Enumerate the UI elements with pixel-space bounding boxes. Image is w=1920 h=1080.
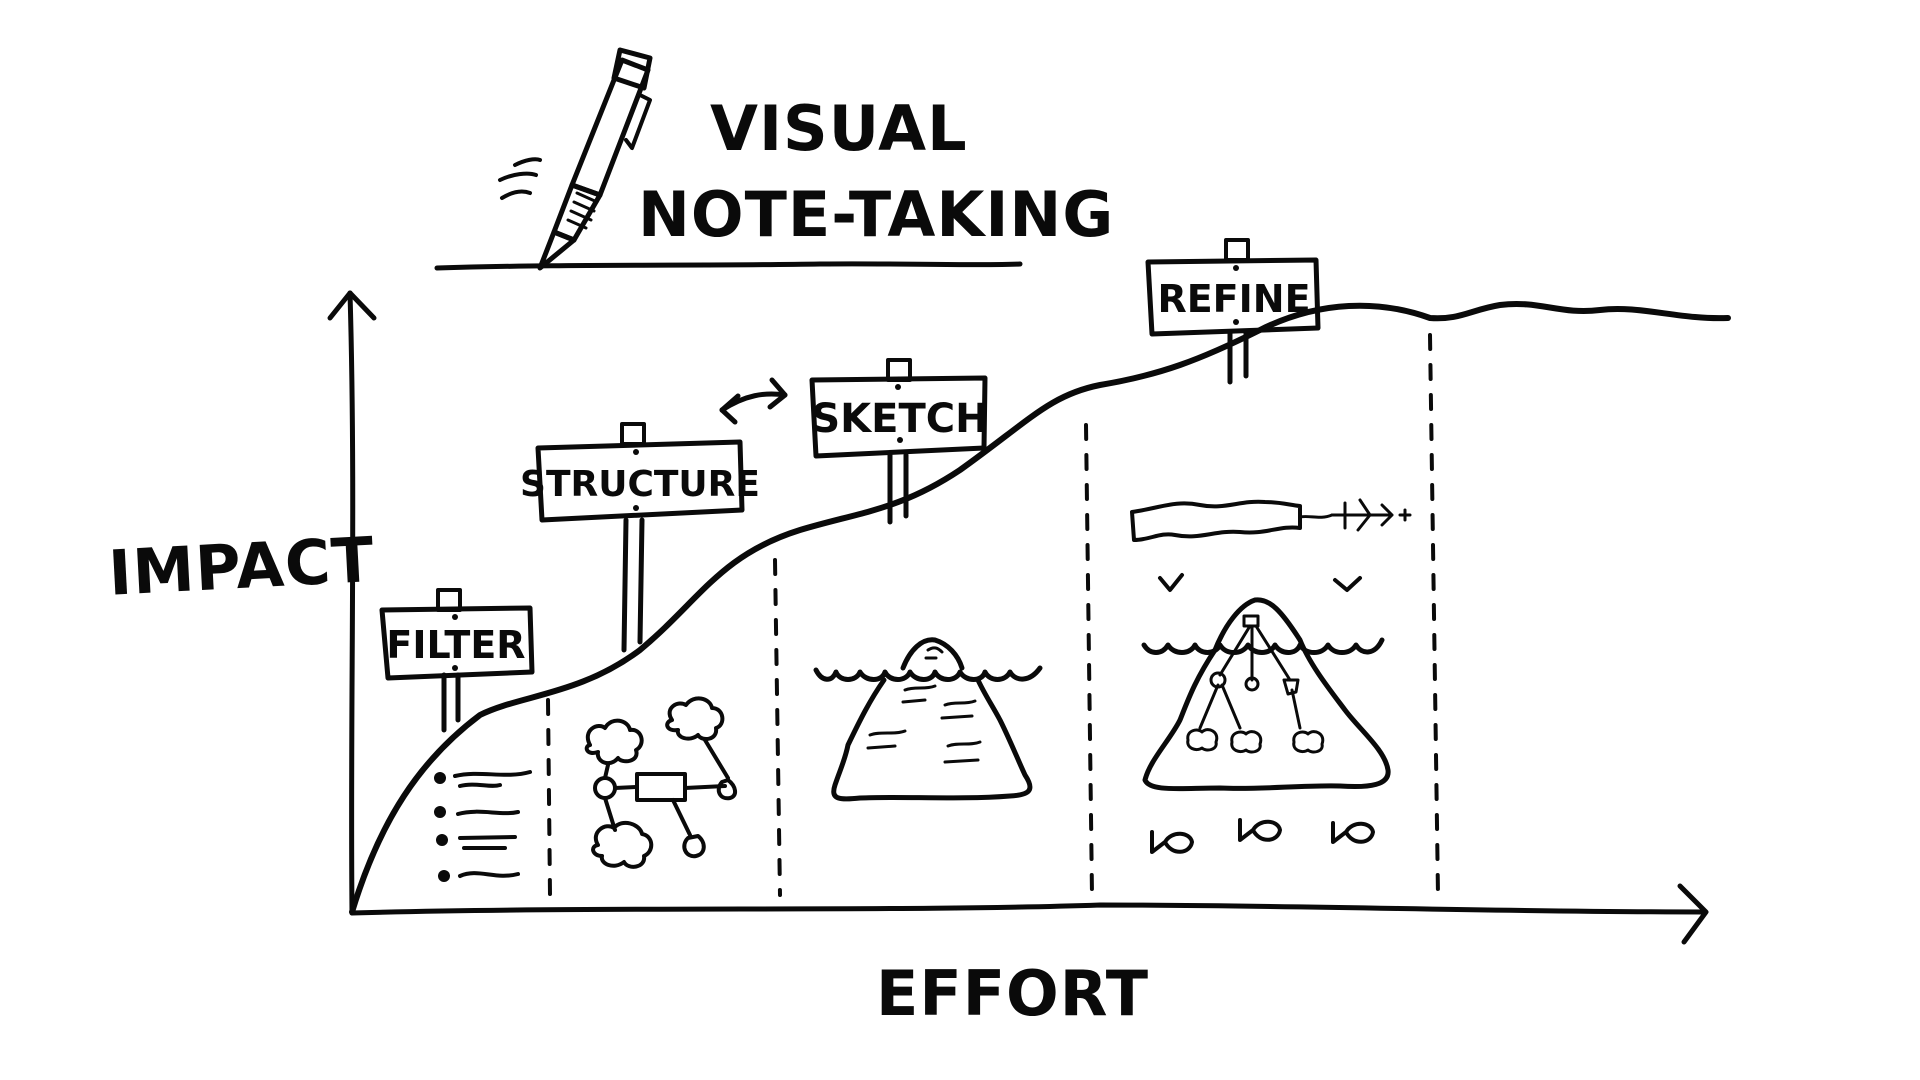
x-axis-arrowhead	[1677, 883, 1709, 945]
sign-label: FILTER	[386, 623, 525, 667]
fish-icon	[1238, 818, 1282, 842]
iceberg-icon	[813, 637, 1043, 802]
sign-label: STRUCTURE	[520, 464, 760, 505]
divider-3	[1084, 423, 1094, 897]
sign-sketch: SKETCH	[809, 358, 989, 525]
divider-4	[1428, 333, 1440, 897]
impact-effort-curve	[349, 301, 1731, 915]
bullet-list-icon	[434, 770, 532, 882]
divider-1	[546, 698, 552, 897]
sign-label: SKETCH	[811, 396, 988, 442]
sign-filter: FILTER	[379, 588, 535, 733]
pen-icon	[498, 47, 653, 271]
x-axis-label: EFFORT	[876, 957, 1149, 1030]
sign-structure: STRUCTURE	[520, 422, 760, 653]
title-line2: NOTE-TAKING	[638, 178, 1114, 251]
double-arrow-icon	[719, 377, 788, 425]
sign-label: REFINE	[1157, 277, 1310, 321]
axes	[327, 290, 1709, 945]
mind-map-icon	[584, 696, 737, 869]
title-line1: VISUAL	[710, 92, 968, 165]
title: VISUAL NOTE-TAKING	[434, 92, 1114, 271]
y-axis	[347, 290, 356, 916]
sign-refine: REFINE	[1145, 238, 1321, 385]
stage-dividers	[546, 333, 1440, 897]
fish-icon	[1150, 830, 1194, 854]
y-axis-arrowhead	[327, 290, 377, 321]
bird-icon	[1333, 576, 1362, 592]
fish-icon	[1331, 821, 1375, 844]
refine-illustration	[1130, 498, 1412, 854]
x-axis	[349, 902, 1708, 916]
y-axis-label: IMPACT	[107, 523, 377, 610]
title-underline	[434, 261, 1023, 271]
divider-2	[773, 558, 782, 897]
iceberg-icon	[1142, 597, 1391, 792]
plane-icon	[1330, 498, 1412, 532]
banner-icon	[1130, 499, 1302, 542]
bird-icon	[1158, 573, 1184, 592]
